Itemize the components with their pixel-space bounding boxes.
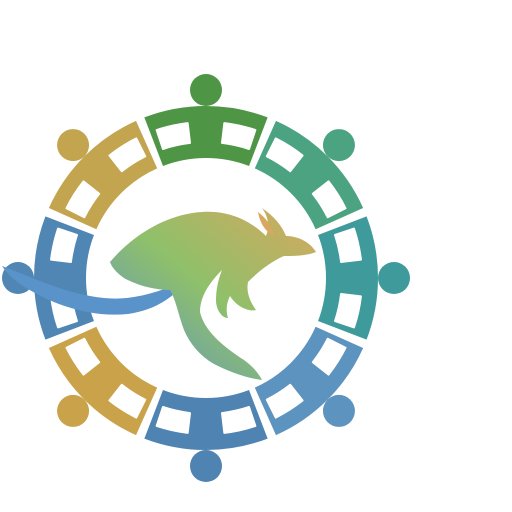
figure-separator	[44, 209, 98, 236]
figure-body-bottom	[144, 390, 268, 450]
figure-arm-gap	[65, 180, 101, 219]
kangaroo-icon	[2, 208, 316, 380]
figure-body-right	[318, 216, 379, 340]
figure-arm-gap	[65, 337, 101, 376]
figure-arm-gap	[108, 383, 147, 419]
figure-head-bottom-right	[322, 394, 355, 427]
figure-arm-gap	[265, 137, 304, 173]
figure-separator	[248, 386, 275, 440]
figure-arm-gap	[265, 383, 304, 419]
figure-separator	[314, 209, 368, 236]
figure-separator	[137, 386, 164, 440]
figure-head-bottom-left	[57, 394, 90, 427]
figure-separator	[44, 320, 98, 347]
figure-head-bottom	[190, 450, 222, 482]
figure-arm-gap	[50, 227, 78, 264]
kangaroo-ear	[258, 212, 274, 236]
people-ring	[2, 74, 410, 482]
figure-arm-gap	[220, 406, 257, 434]
figure-arm-gap	[334, 227, 362, 264]
figure-arm-gap	[220, 122, 257, 150]
figure-arm-gap	[311, 180, 347, 219]
figure-separator	[137, 116, 164, 170]
kangaroo-tail	[2, 266, 186, 315]
kangaroo-body	[110, 208, 316, 380]
figure-arm-gap	[311, 337, 347, 376]
figure-separator	[248, 116, 275, 170]
figure-head-top-right	[322, 129, 355, 162]
figure-arm-gap	[155, 406, 192, 434]
figure-arm-gap	[334, 292, 362, 329]
figure-body-top	[144, 106, 268, 166]
figure-separator	[314, 320, 368, 347]
figure-head-right	[378, 262, 410, 294]
figure-arm-gap	[108, 137, 147, 173]
figure-arm-gap	[155, 122, 192, 150]
figure-head-top	[190, 74, 222, 106]
figure-head-top-left	[57, 129, 90, 162]
